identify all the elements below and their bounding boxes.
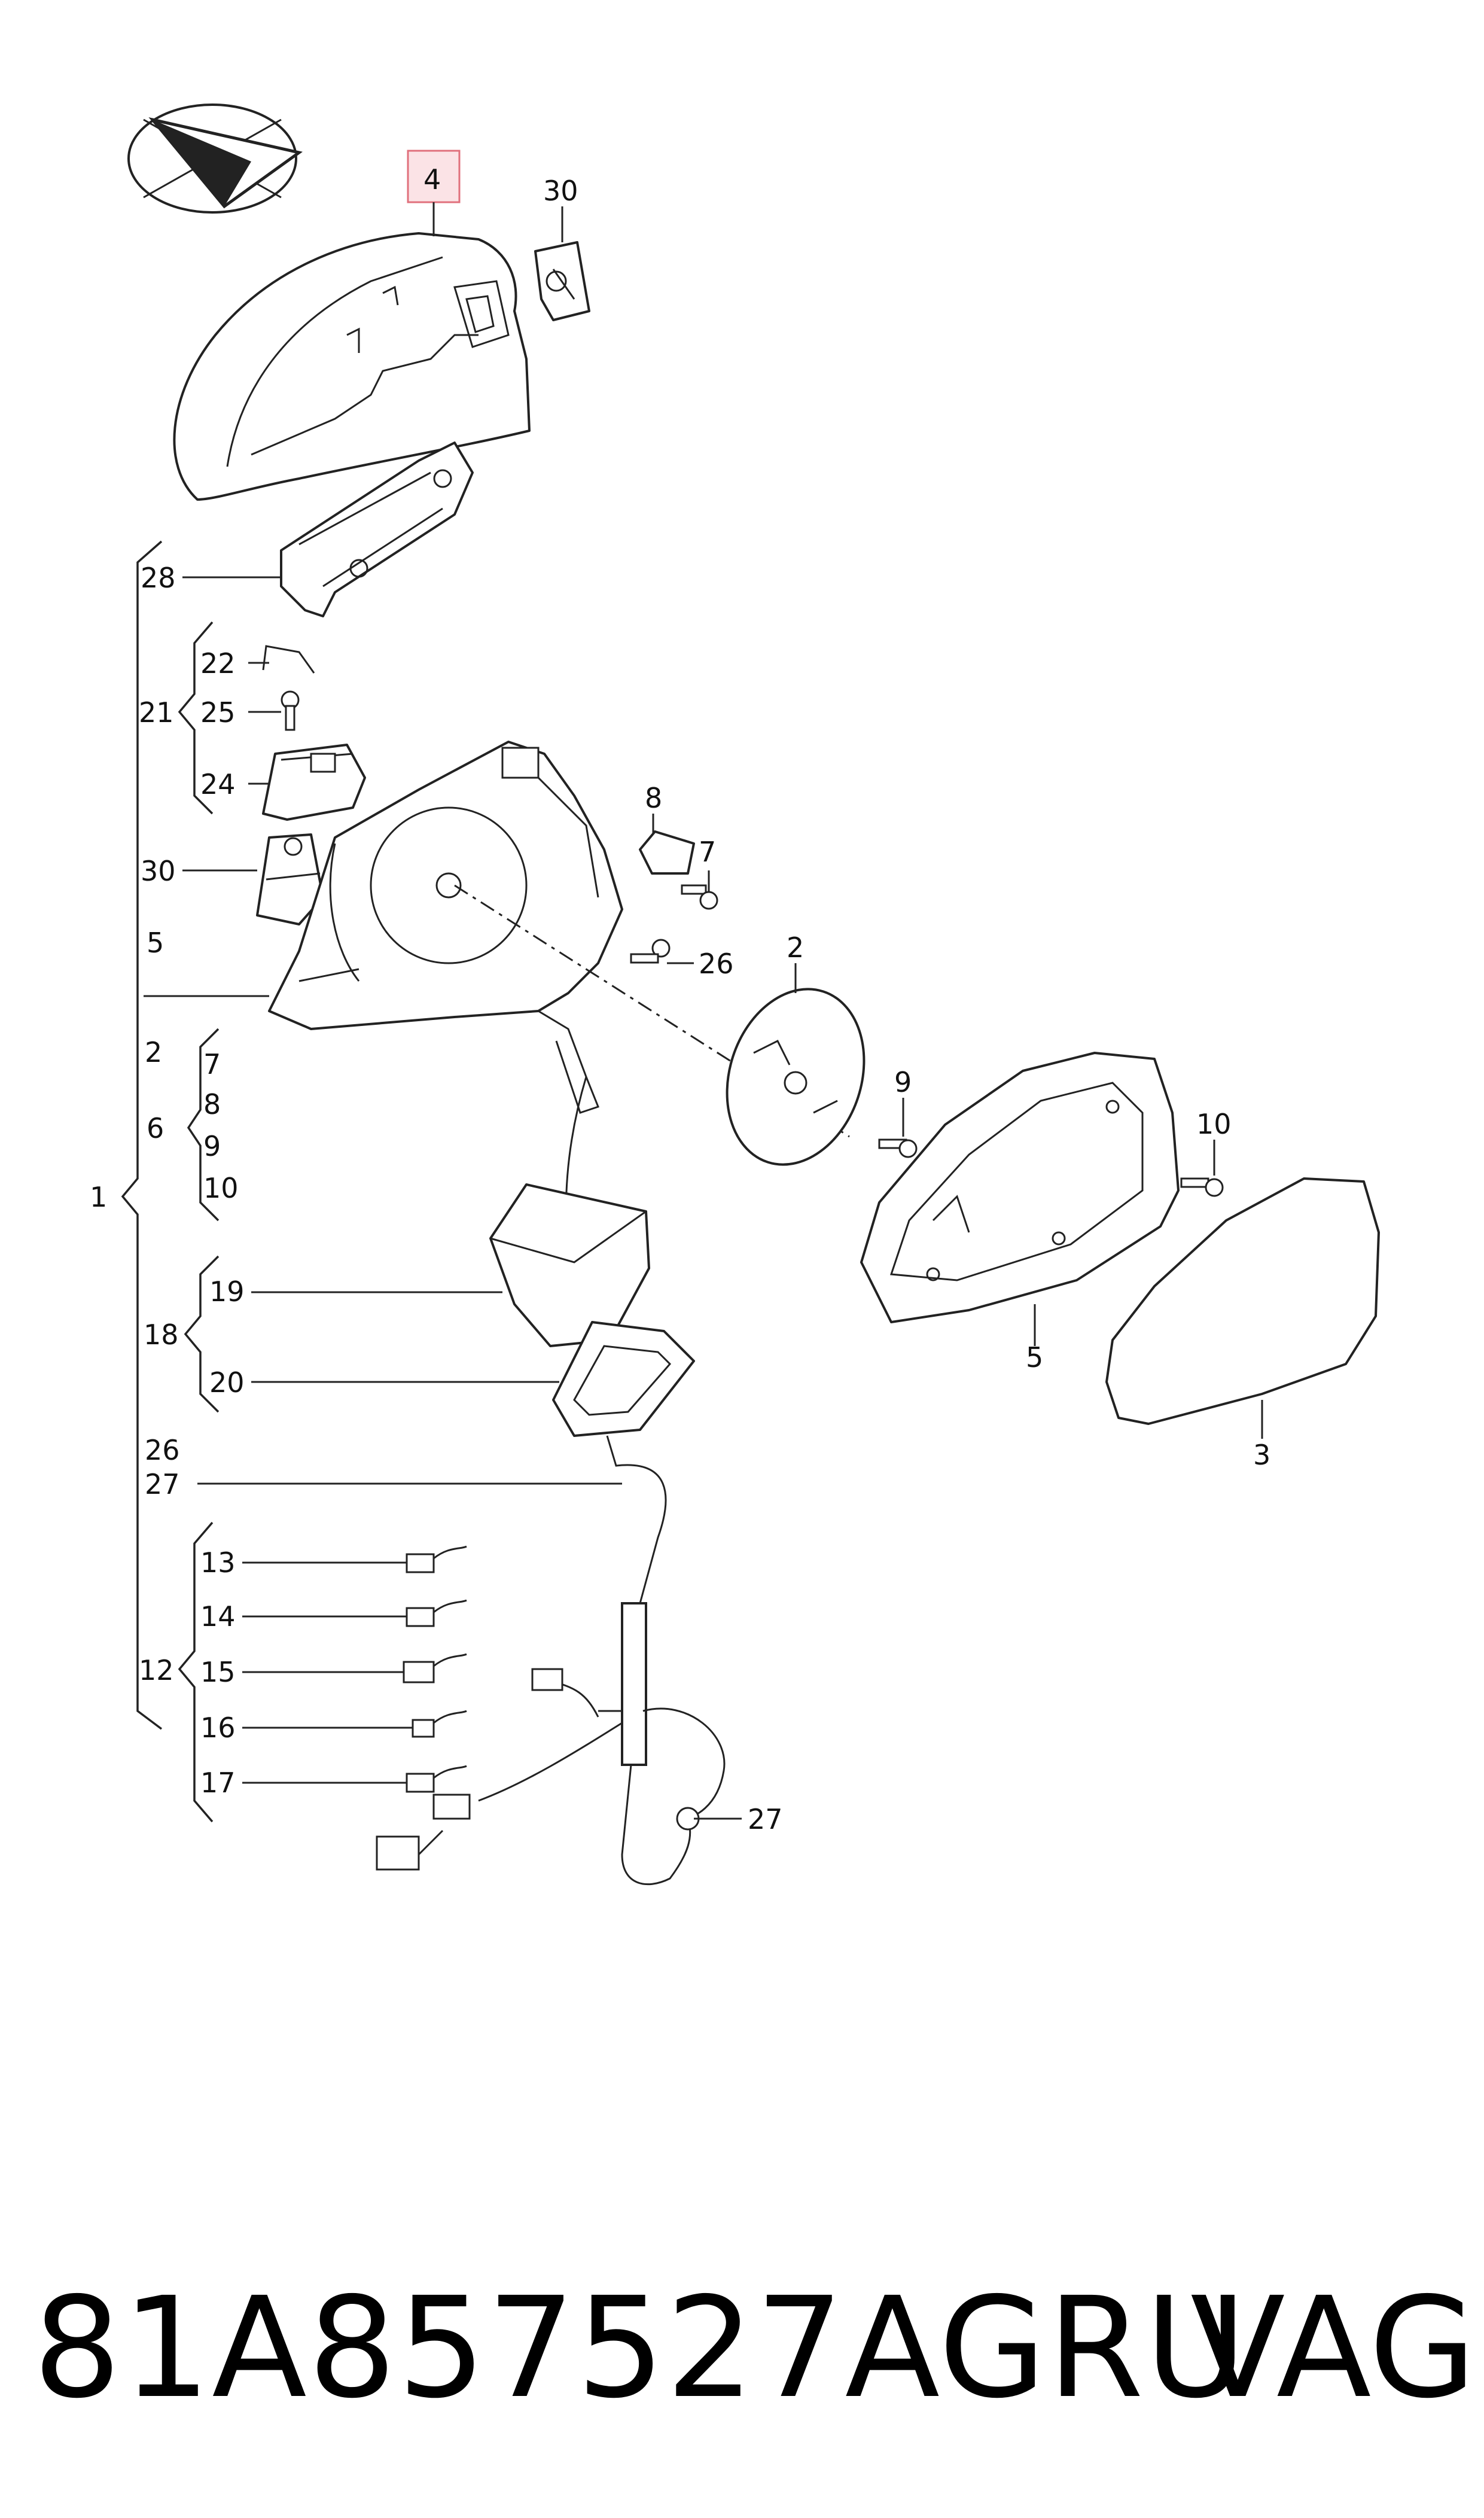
compass-arrow-logo — [127, 103, 303, 214]
callout-12: 12 — [139, 1654, 174, 1686]
callout-10-list: 10 — [203, 1172, 239, 1204]
callout-9-list: 9 — [203, 1130, 221, 1162]
callout-7-diagram: 7 — [699, 836, 716, 868]
turn-signal-28-part — [280, 442, 474, 617]
footer: 81A857527AGRU VAG — [0, 2267, 1484, 2429]
callout-30: 30 — [141, 855, 176, 887]
callout-16: 16 — [200, 1712, 236, 1744]
callout-26-list: 26 — [145, 1434, 180, 1466]
callout-15: 15 — [200, 1656, 236, 1688]
plug-8-part — [639, 830, 695, 875]
brace-group-21 — [178, 621, 214, 815]
callout-25: 26 — [699, 948, 734, 980]
screw-24-part — [281, 690, 300, 731]
mirror-cap-part — [173, 232, 531, 501]
connector-13-part — [406, 1545, 467, 1573]
callout-5-list: 5 — [147, 927, 164, 959]
callout-7-list: 7 — [203, 1048, 221, 1080]
callout-2-diagram: 2 — [787, 931, 804, 964]
part-number: 81A857527AGRU — [33, 2267, 1248, 2429]
callout-4-highlight — [407, 150, 461, 203]
seal-19-part — [489, 1183, 650, 1347]
mirror-glass-3-part — [1105, 1177, 1380, 1425]
callout-1: 1 — [90, 1181, 107, 1213]
module-30-part — [256, 833, 324, 925]
callout-28: 28 — [141, 562, 176, 594]
callout-10-diagram: 10 — [1196, 1108, 1232, 1140]
callout-8-list: 8 — [203, 1088, 221, 1121]
screw-25-part — [630, 939, 671, 964]
screw-7-part — [681, 884, 718, 910]
brand-name: VAG — [1190, 2267, 1477, 2429]
callout-4: 4 — [423, 163, 441, 196]
brace-group-18 — [184, 1255, 220, 1413]
callout-19: 19 — [209, 1275, 245, 1308]
mirror-housing-base — [268, 741, 623, 1114]
connector-15-part — [403, 1653, 467, 1683]
callout-6: 6 — [147, 1112, 164, 1144]
callout-8: 8 — [645, 782, 662, 814]
callout-29: 30 — [543, 175, 578, 207]
brace-group-6 — [187, 1028, 220, 1222]
callout-20: 20 — [209, 1366, 245, 1399]
callout-2-list: 2 — [145, 1036, 162, 1068]
connector-16-part — [412, 1710, 467, 1738]
brace-group-12 — [178, 1521, 214, 1823]
callout-3: 3 — [1253, 1439, 1270, 1471]
adjuster-plate-2-part — [726, 988, 866, 1166]
brace-group-1 — [121, 540, 163, 1730]
clip-22-part — [262, 645, 315, 674]
motor-23-part — [262, 744, 366, 821]
connector-17-part — [406, 1765, 467, 1793]
callout-21: 21 — [139, 696, 174, 729]
callout-27: 27 — [145, 1468, 180, 1500]
callout-14: 14 — [200, 1600, 236, 1633]
wire-harness-part — [376, 1435, 726, 1886]
bracket-29-part — [534, 241, 590, 321]
callout-5-diagram: 5 — [1026, 1341, 1043, 1374]
callout-23: 24 — [200, 768, 236, 800]
connector-14-part — [406, 1599, 467, 1627]
callout-17: 17 — [200, 1767, 236, 1799]
callout-26-diagram: 27 — [748, 1803, 783, 1835]
mirror-frame-5-part — [860, 1052, 1180, 1323]
screw-9-part — [878, 1138, 918, 1158]
callout-13: 13 — [200, 1546, 236, 1579]
screw-10-part — [1180, 1177, 1224, 1197]
callout-9-diagram: 9 — [894, 1066, 912, 1098]
callout-24: 25 — [200, 696, 236, 729]
callout-22: 22 — [200, 647, 236, 680]
callout-18: 18 — [144, 1319, 179, 1351]
gasket-20-part — [552, 1321, 695, 1437]
